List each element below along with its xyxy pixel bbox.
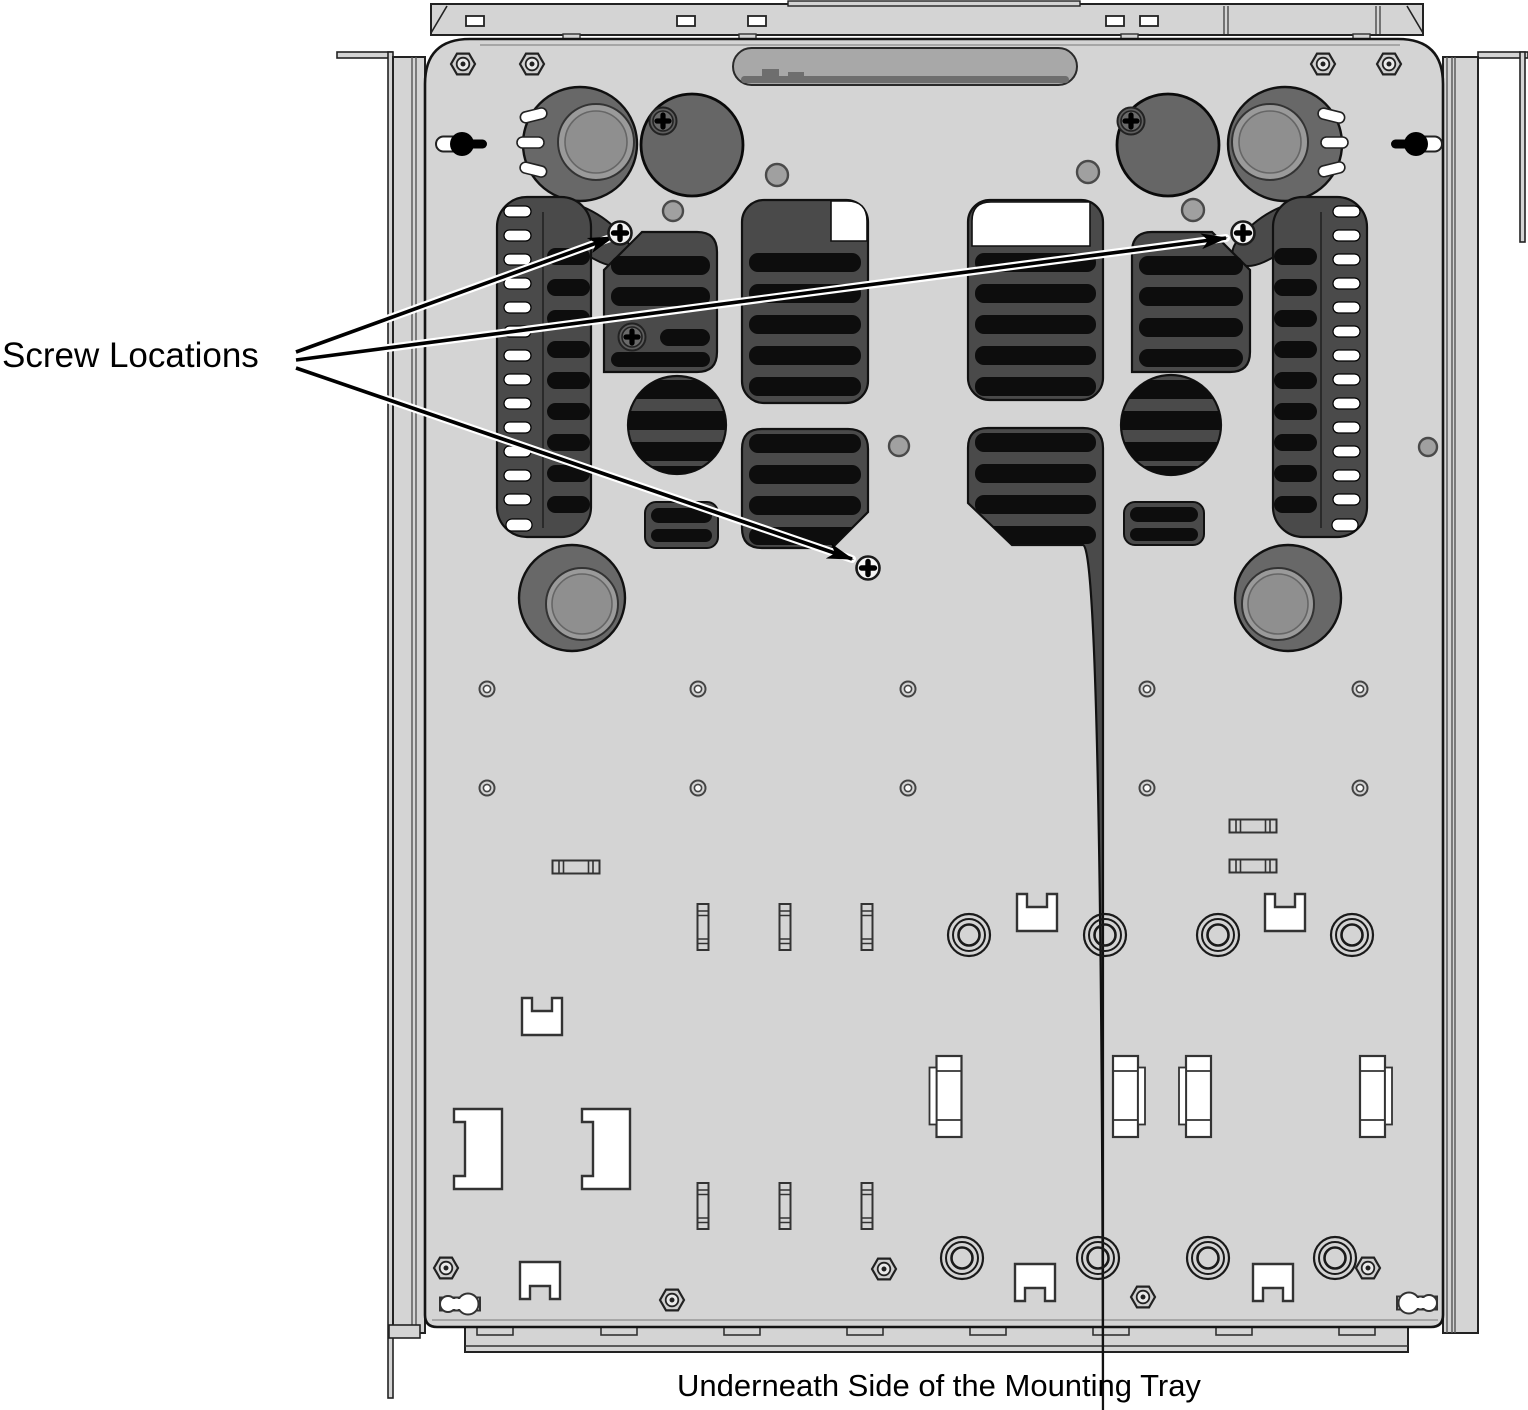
bottom-flange: [464, 1325, 1409, 1353]
keyhole-slot-bottom-right: [1396, 1291, 1438, 1315]
vent-notch-white: [830, 200, 868, 242]
bracket-slot: [551, 859, 601, 875]
vent-block-a: [602, 230, 719, 374]
arrow-to-screw-3: [295, 366, 854, 561]
screw-location-1: [609, 222, 632, 245]
mount-ear-right: [1477, 51, 1528, 59]
bracket-slot: [1228, 858, 1278, 874]
vent-strip-right: [1231, 195, 1369, 539]
screw-icon: [650, 108, 677, 135]
keyhole-slot-right: [1391, 132, 1443, 156]
hex-standoff: [1309, 52, 1337, 76]
side-wall-right: [1442, 51, 1528, 1334]
top-flange: [430, 0, 1424, 43]
screw-locations-label: Screw Locations: [2, 336, 259, 375]
vent-block-e: [740, 427, 870, 550]
arrow-to-screw-1: [295, 235, 615, 354]
arrow-to-screw-2: [295, 233, 1228, 362]
vent-block-small-right: [1123, 501, 1205, 546]
vent-circle-left: [626, 374, 728, 476]
vent-block-small-left: [644, 501, 719, 549]
plated-holes: [661, 159, 1439, 458]
handle-recess: [732, 47, 1078, 86]
vent-slots-black: [1274, 248, 1317, 513]
flange-hole: [465, 15, 1159, 27]
side-wall-left: [336, 51, 426, 1399]
screw-icon: [619, 324, 646, 351]
keyhole-slot-bottom-left: [439, 1292, 481, 1316]
keyhole-slot-left: [435, 132, 487, 156]
bracket-slot: [1228, 818, 1278, 834]
vent-slots-black: [547, 248, 590, 513]
vent-slots-white: [1331, 205, 1361, 532]
grommet-mid-right: [1233, 543, 1343, 653]
screw-location-2: [1232, 222, 1255, 245]
vent-block-f: [966, 426, 1105, 1410]
screw-icon: [1118, 108, 1145, 135]
figure-caption: Underneath Side of the Mounting Tray: [677, 1368, 1201, 1403]
capped-hole-left: [639, 92, 745, 198]
vent-notch-white: [971, 201, 1091, 247]
mount-ear-left: [336, 51, 393, 59]
grommet-mid-left: [517, 543, 627, 653]
bottom-flange-notches: [476, 1325, 1376, 1336]
capped-hole-right: [1117, 92, 1221, 198]
hex-standoff: [1375, 52, 1403, 76]
hex-standoff: [518, 52, 546, 76]
vent-block-d: [1130, 230, 1252, 374]
vent-block-c: [966, 198, 1105, 402]
screw-location-3: [857, 557, 880, 580]
hex-standoff: [449, 52, 477, 76]
callout-arrows: [292, 233, 1230, 563]
grommet-top-left: [516, 85, 639, 203]
grommet-top-right: [1226, 85, 1349, 203]
vent-circle-right: [1119, 373, 1223, 477]
